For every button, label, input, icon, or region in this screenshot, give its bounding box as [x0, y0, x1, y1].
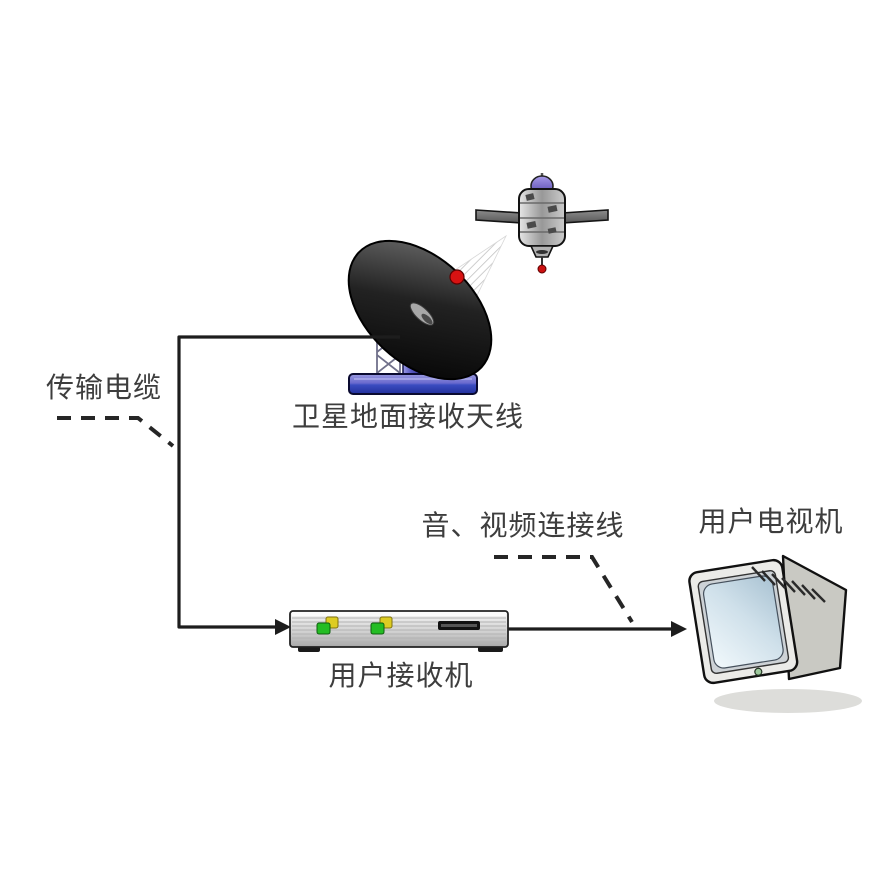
tv-vents — [751, 566, 826, 603]
arrowhead-into-tv — [671, 621, 687, 637]
av-cable-label: 音、视频连接线 — [421, 511, 625, 542]
led-green-2 — [370, 622, 385, 635]
led-green-1 — [316, 622, 331, 635]
satellite-icon — [475, 173, 609, 274]
receiver-box-icon — [289, 610, 509, 652]
transmission-cable-callout — [57, 416, 175, 448]
antenna-label: 卫星地面接收天线 — [291, 402, 525, 433]
dish-antenna-icon — [347, 239, 493, 395]
av-cable-callout — [494, 555, 634, 624]
satellite-antenna-tip — [537, 264, 547, 274]
transmission-cable-label: 传输电缆 — [45, 373, 163, 404]
tv-shadow — [714, 689, 862, 713]
main-cable-line — [177, 335, 400, 635]
solar-panel-left — [475, 209, 523, 224]
receiver-tv-line — [508, 621, 687, 637]
feed-dot — [449, 269, 465, 285]
tv-label: 用户电视机 — [698, 507, 844, 538]
receiver-label: 用户接收机 — [328, 661, 474, 692]
solar-panel-right — [561, 209, 609, 224]
arrowhead-into-receiver — [275, 619, 291, 635]
tv-screen — [702, 575, 784, 669]
tv-icon — [688, 554, 862, 713]
tv-power-button — [754, 667, 763, 676]
